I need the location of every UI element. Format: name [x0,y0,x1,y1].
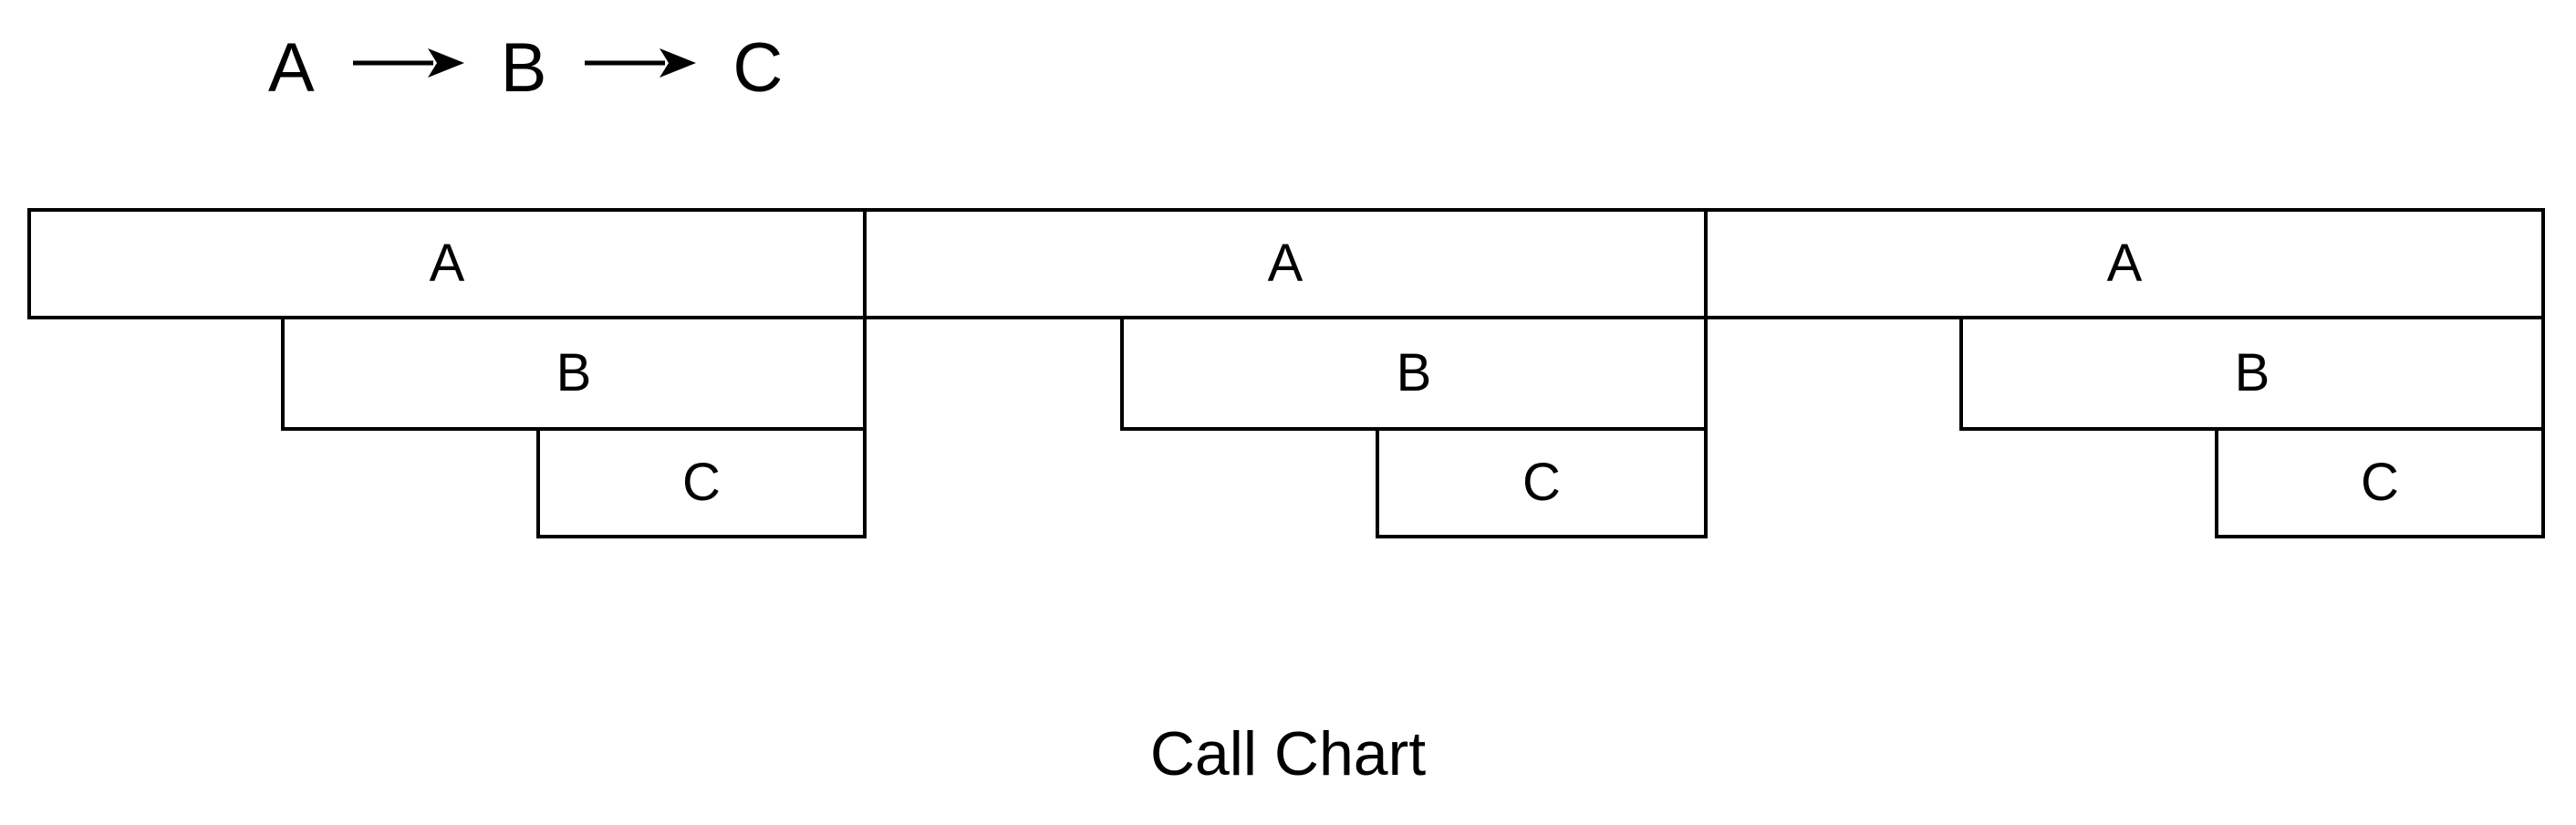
call-frame-a-3: A [1704,208,2545,319]
sequence-node-a: A [268,29,315,107]
call-frame-b-2: B [1120,316,1708,431]
sequence-node-c: C [732,29,784,107]
call-sequence: A B C [266,18,784,119]
call-frame-c-1: C [536,427,867,538]
call-frame-c-2: C [1376,427,1708,538]
diagram-title: Call Chart [1149,719,1427,788]
call-frame-c-3: C [2215,427,2545,538]
arrow-right-icon [351,47,464,79]
call-frame-b-3: B [1959,316,2545,431]
arrow-right-icon [583,47,697,79]
sequence-node-b: B [500,29,547,107]
call-frame-a-1: A [27,208,867,319]
call-frame-a-2: A [863,208,1708,319]
call-frame-b-1: B [281,316,867,431]
